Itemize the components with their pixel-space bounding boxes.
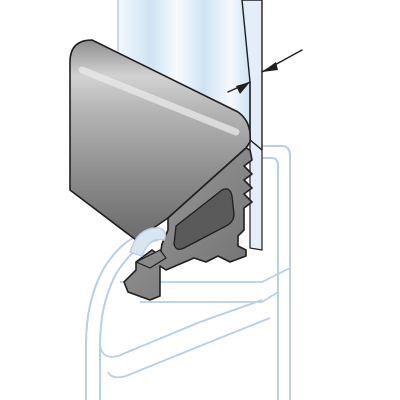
frame-front-floor-2 xyxy=(107,317,271,379)
seal-profile xyxy=(69,39,253,301)
profile-front-edge xyxy=(129,227,167,257)
profile-chamber xyxy=(173,188,235,250)
profile-highlight xyxy=(78,66,240,136)
dimension-arrow-top xyxy=(262,62,278,72)
frame-front-lip xyxy=(85,231,151,400)
frame-back-inner xyxy=(262,157,279,400)
glass-lower xyxy=(249,139,263,251)
thickness-dimension xyxy=(227,49,303,94)
frame-base xyxy=(120,267,291,303)
frame-back-outline xyxy=(248,145,291,400)
profile-body xyxy=(69,39,252,241)
profile-lower-lip xyxy=(135,249,167,269)
frame-front-floor xyxy=(99,299,263,358)
dimension-arrow-bottom xyxy=(236,82,250,94)
